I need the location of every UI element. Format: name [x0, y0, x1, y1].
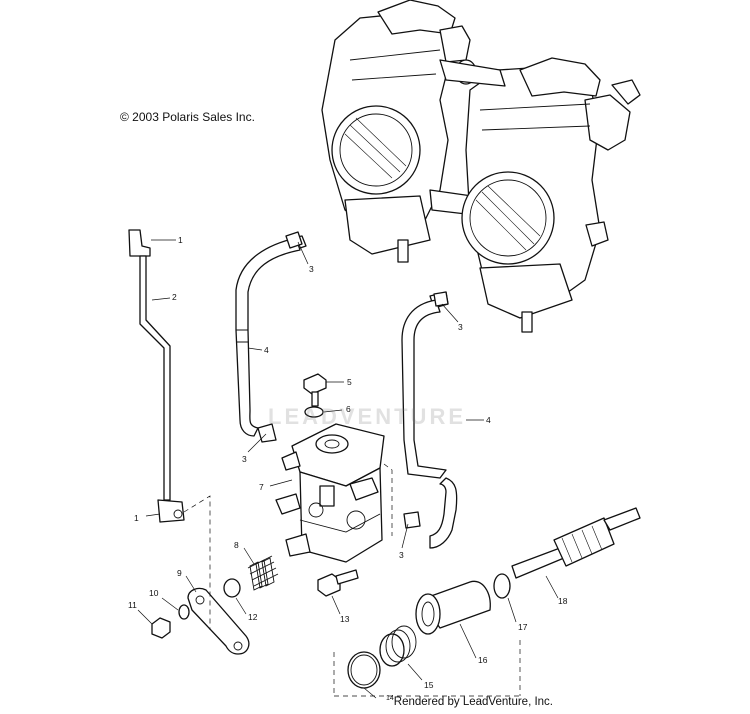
callout-10: 10: [149, 588, 159, 598]
spring-8: [247, 555, 279, 591]
callout-3-right: 3: [458, 322, 463, 332]
callout-15: 15: [424, 680, 434, 690]
leader-lines: [137, 239, 559, 699]
o-ring-6: [304, 406, 324, 418]
screw-5: [303, 373, 327, 407]
callout-1-bottom: 1: [134, 513, 139, 523]
callout-18: 18: [558, 596, 568, 606]
callout-6: 6: [346, 404, 351, 414]
washer-12: [223, 578, 241, 598]
callout-3-bottom: 3: [399, 550, 404, 560]
callout-4-right: 4: [486, 415, 491, 425]
bracket-9: [187, 587, 250, 655]
watermark: LEADVENTURE: [268, 404, 467, 429]
callout-12: 12: [248, 612, 258, 622]
fuel-line-right: [401, 299, 458, 549]
callout-3-left: 3: [242, 454, 247, 464]
washer-10: [178, 604, 190, 620]
linkage-rod: [128, 229, 185, 523]
callout-7: 7: [259, 482, 264, 492]
callout-13: 13: [340, 614, 350, 624]
callout-3-top: 3: [309, 264, 314, 274]
callout-17: 17: [518, 622, 528, 632]
copyright-text: © 2003 Polaris Sales Inc.: [120, 110, 255, 124]
callout-9: 9: [177, 568, 182, 578]
assembly-guides: [183, 463, 521, 697]
bolt-13: [317, 569, 359, 597]
o-ring-14: [347, 651, 381, 689]
callout-4-left: 4: [264, 345, 269, 355]
carburetor-assembly: [289, 0, 641, 333]
callout-5: 5: [347, 377, 352, 387]
washer-17: [493, 573, 511, 599]
fuel-pump: [275, 423, 385, 563]
rendered-label: Rendered by LeadVenture, Inc.: [393, 695, 553, 708]
callout-16: 16: [478, 655, 488, 665]
callout-11: 11: [128, 600, 137, 610]
nut-11: [151, 617, 171, 639]
callout-numbers: 1 2 1 3 3 3 3 4 4 5 6 7 8 9 10 11 12 13 …: [128, 235, 568, 690]
callout-8: 8: [234, 540, 239, 550]
spring-15: [379, 625, 417, 667]
rendered-by-text: 14Rendered by LeadVenture, Inc.: [386, 695, 553, 708]
rendered-prefix: 14: [386, 695, 394, 702]
shaft-18: [511, 507, 641, 579]
sleeve-16: [415, 580, 491, 635]
fuel-line-left: [235, 237, 301, 437]
callout-2: 2: [172, 292, 177, 302]
callout-1-top: 1: [178, 235, 183, 245]
